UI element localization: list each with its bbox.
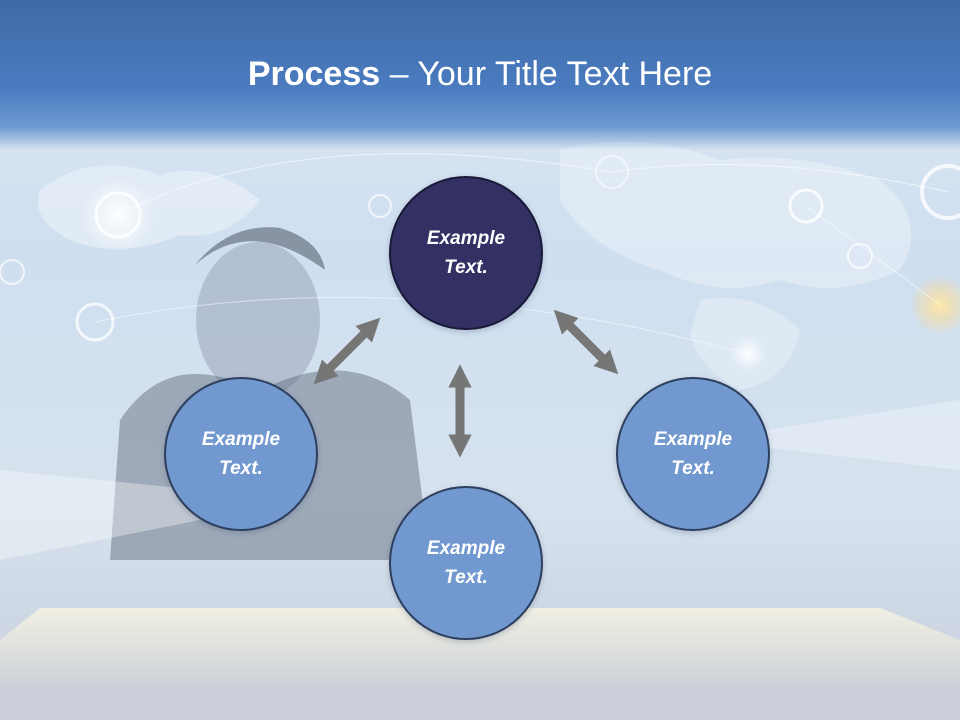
- node-right[interactable]: Example Text.: [616, 377, 770, 531]
- node-bottom-label: Example Text.: [426, 538, 506, 588]
- node-left-label: Example Text.: [201, 429, 281, 479]
- node-top-label: Example Text.: [426, 228, 506, 278]
- title-bold: Process: [247, 55, 381, 93]
- page-title: Process – Your Title Text Here: [0, 52, 960, 96]
- node-top[interactable]: Example Text.: [389, 176, 543, 330]
- arrow-top-right: [553, 309, 619, 375]
- title-rest: – Your Title Text Here: [380, 55, 713, 93]
- node-left[interactable]: Example Text.: [164, 377, 318, 531]
- node-bottom[interactable]: Example Text.: [389, 486, 543, 640]
- node-right-label: Example Text.: [653, 429, 733, 479]
- arrow-top-left: [313, 317, 381, 385]
- title-band: [0, 0, 960, 150]
